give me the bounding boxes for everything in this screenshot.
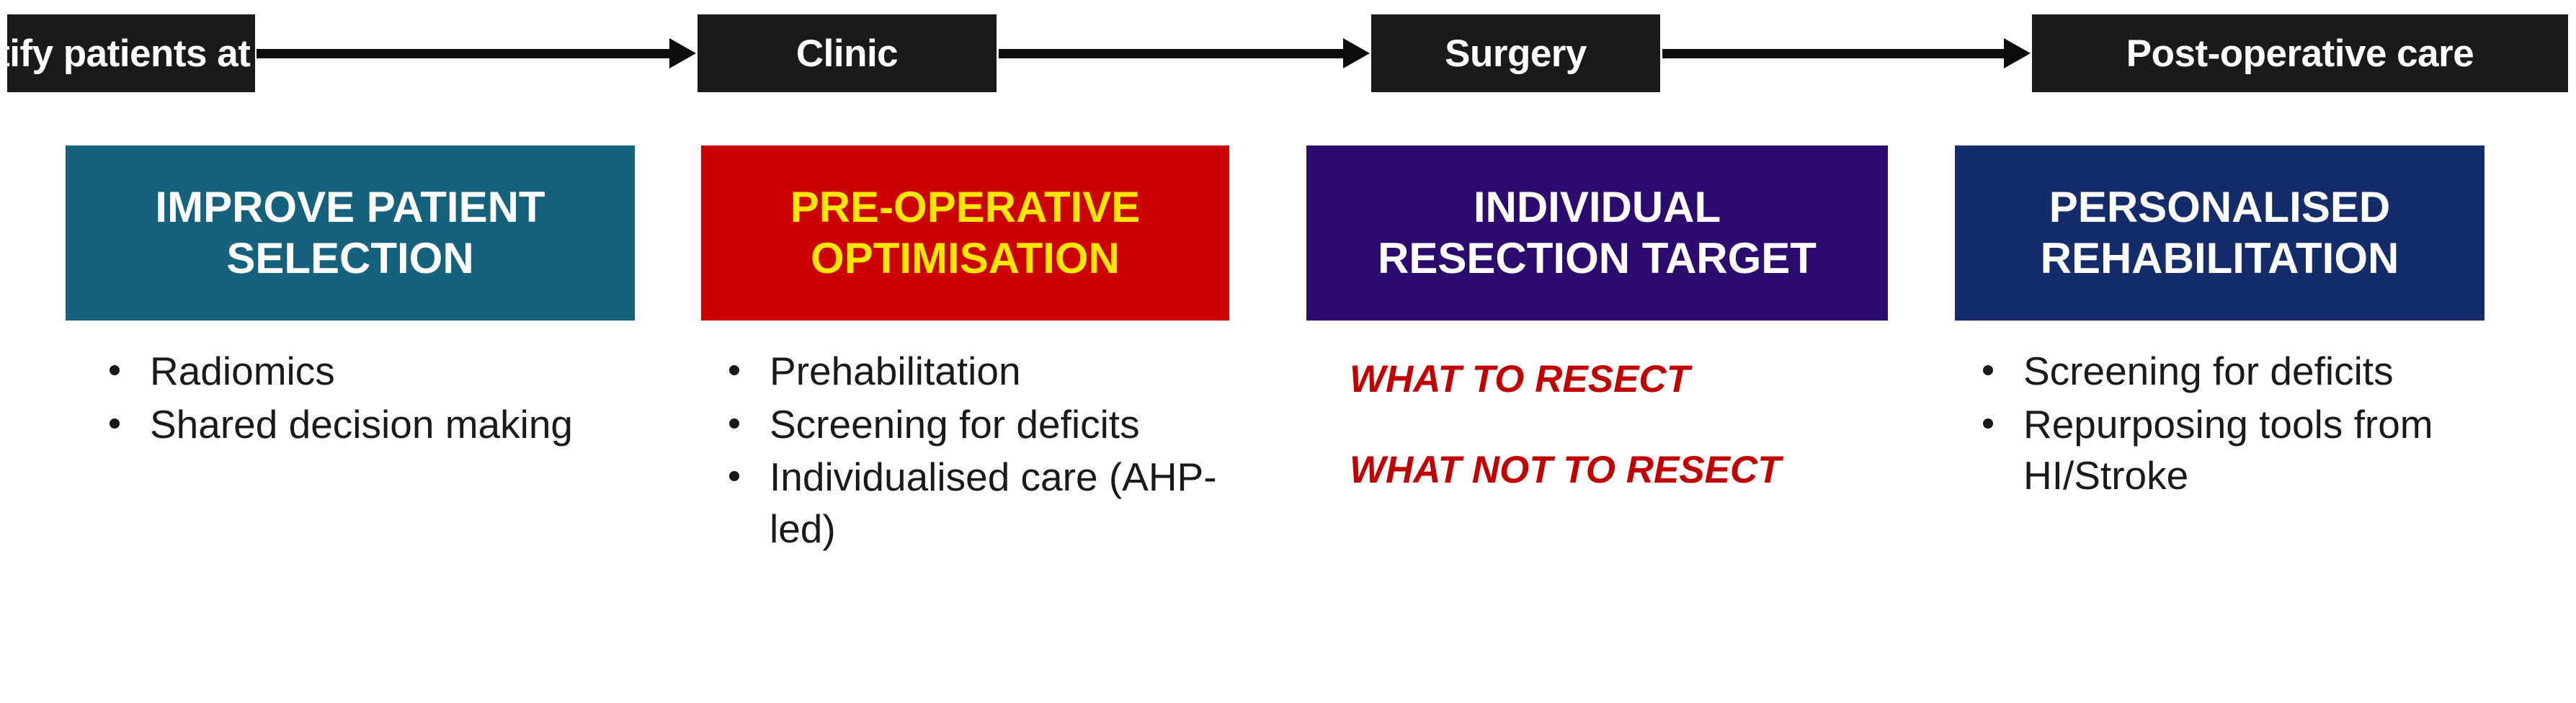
list-item-label: Radiomics bbox=[150, 349, 335, 393]
arrow-shaft bbox=[1662, 49, 2005, 58]
emphasis-text-what-not-to-resect: WHAT NOT TO RESECT bbox=[1350, 448, 1781, 491]
theme-line-2: OPTIMISATION bbox=[811, 233, 1120, 282]
theme-line-2: REHABILITATION bbox=[2040, 233, 2399, 282]
arrow-shaft bbox=[257, 49, 671, 58]
theme-line-1: PERSONALISED bbox=[2049, 182, 2391, 231]
list-item: Screening for deficits bbox=[1974, 346, 2536, 398]
arrow-right-icon-2 bbox=[999, 38, 1370, 68]
theme-box-individual-resection-target: INDIVIDUAL RESECTION TARGET bbox=[1306, 145, 1888, 321]
list-item-label: Repurposing tools from HI/Stroke bbox=[2023, 401, 2433, 498]
list-item: Shared decision making bbox=[101, 399, 649, 451]
bullet-dot-icon bbox=[110, 418, 120, 429]
list-item: Radiomics bbox=[101, 346, 649, 398]
list-item: Individualised care (AHP-led) bbox=[721, 452, 1225, 555]
detail-column-resection: WHAT TO RESECT WHAT NOT TO RESECT bbox=[1350, 357, 1897, 493]
stage-label: Post-operative care bbox=[2126, 32, 2474, 75]
stage-label: Surgery bbox=[1445, 32, 1587, 75]
list-item: Screening for deficits bbox=[721, 399, 1225, 451]
bullet-dot-icon bbox=[729, 471, 739, 481]
detail-column-rehabilitation: Screening for deficits Repurposing tools… bbox=[1974, 346, 2536, 503]
theme-line-2: RESECTION TARGET bbox=[1378, 233, 1817, 282]
theme-line-1: IMPROVE PATIENT bbox=[155, 182, 545, 231]
theme-box-improve-patient-selection: IMPROVE PATIENT SELECTION bbox=[66, 145, 635, 321]
arrow-head bbox=[2004, 38, 2031, 68]
detail-column-optimisation: Prehabilitation Screening for deficits I… bbox=[721, 346, 1225, 556]
list-item-label: Shared decision making bbox=[150, 401, 574, 447]
list-item: Repurposing tools from HI/Stroke bbox=[1974, 399, 2536, 502]
arrow-head bbox=[669, 38, 696, 68]
theme-box-pre-operative-optimisation: PRE-OPERATIVE OPTIMISATION bbox=[701, 145, 1229, 321]
bullet-dot-icon bbox=[729, 365, 739, 375]
bullet-dot-icon bbox=[110, 365, 120, 375]
detail-column-selection: Radiomics Shared decision making bbox=[101, 346, 649, 452]
list-item-label: Prehabilitation bbox=[770, 349, 1021, 393]
theme-box-personalised-rehabilitation: PERSONALISED REHABILITATION bbox=[1955, 145, 2484, 321]
list-item: Prehabilitation bbox=[721, 346, 1225, 398]
arrow-right-icon-1 bbox=[257, 38, 696, 68]
emphasis-text-what-to-resect: WHAT TO RESECT bbox=[1350, 358, 1690, 400]
list-item-label: Screening for deficits bbox=[2023, 349, 2394, 393]
stage-box-identify-patients: Identify patients at MDT bbox=[0, 14, 342, 92]
bullet-dot-icon bbox=[729, 418, 739, 429]
list-item-label: Individualised care (AHP-led) bbox=[770, 455, 1217, 551]
arrow-head bbox=[1343, 38, 1370, 68]
stage-box-surgery: Surgery bbox=[1371, 14, 1660, 92]
arrow-right-icon-3 bbox=[1662, 38, 2031, 68]
stage-label: Clinic bbox=[795, 32, 899, 75]
bullet-dot-icon bbox=[1983, 365, 1993, 375]
theme-line-1: INDIVIDUAL bbox=[1473, 182, 1721, 231]
theme-line-1: PRE-OPERATIVE bbox=[790, 182, 1141, 231]
stage-box-clinic: Clinic bbox=[698, 14, 997, 92]
list-item-label: Screening for deficits bbox=[770, 401, 1140, 447]
theme-line-2: SELECTION bbox=[226, 233, 474, 282]
stage-box-post-operative-care: Post-operative care bbox=[2032, 14, 2568, 92]
bullet-dot-icon bbox=[1983, 418, 1993, 429]
arrow-shaft bbox=[999, 49, 1345, 58]
